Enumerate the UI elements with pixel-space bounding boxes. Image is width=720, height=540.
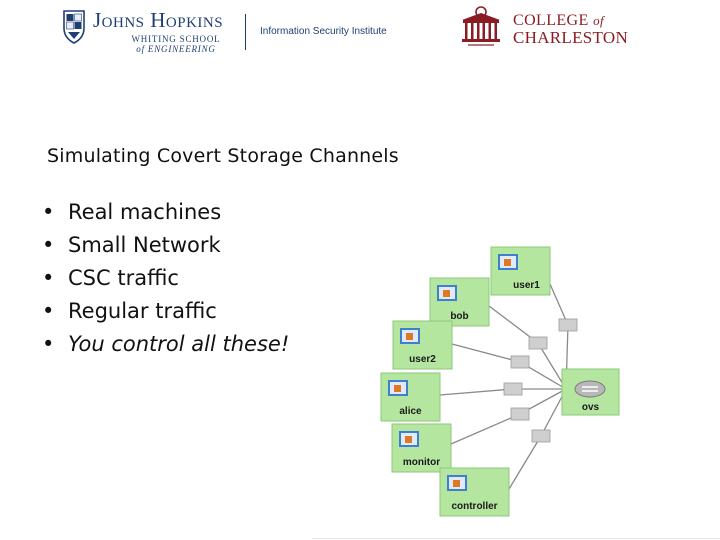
cofc-college: COLLEGE — [513, 12, 589, 29]
cofc-wordmark-line1: COLLEGE of — [513, 13, 628, 29]
host-label: monitor — [403, 457, 440, 468]
link-box — [503, 382, 523, 396]
link-box — [531, 429, 551, 443]
computer-icon — [388, 380, 408, 396]
host-node: user2 — [392, 320, 453, 370]
jhu-logo: Johns Hopkins WHITING SCHOOL of ENGINEER… — [63, 8, 393, 54]
link-box — [510, 355, 530, 369]
bullet-item: • You control all these! — [42, 328, 289, 361]
slide-title: Simulating Covert Storage Channels — [47, 145, 399, 167]
bullet-item: • Small Network — [42, 229, 289, 262]
jhu-wordmark: Johns Hopkins — [93, 8, 224, 32]
jhu-school-line2: of ENGINEERING — [136, 44, 216, 54]
computer-icon — [399, 431, 419, 447]
cofc-wordmark-line2: CHARLESTON — [513, 28, 629, 47]
jhu-school-name: WHITING SCHOOL of ENGINEERING — [121, 34, 231, 54]
switch-node: ovs — [561, 368, 620, 416]
switch-label: ovs — [582, 402, 600, 413]
host-node: monitor — [391, 423, 452, 473]
cofc-logo: COLLEGE of CHARLESTON — [459, 4, 659, 52]
jhu-school-line1: WHITING SCHOOL — [131, 34, 221, 44]
host-label: alice — [399, 406, 422, 417]
bullet-text: You control all these! — [68, 332, 290, 356]
host-node: user1 — [490, 246, 551, 296]
host-label: user1 — [513, 280, 540, 291]
router-icon — [574, 380, 606, 398]
computer-icon — [400, 328, 420, 344]
bullet-list: • Real machines • Small Network • CSC traff… — [42, 196, 289, 361]
computer-icon — [447, 475, 467, 491]
jhu-shield-icon — [63, 10, 85, 44]
topology-svg: user1 bob user2 alice monitor controller ovs — [380, 246, 620, 517]
footer-rule — [312, 538, 720, 539]
bullet-dot-icon: • — [42, 200, 55, 224]
jhu-institute-name: Information Security Institute — [260, 26, 387, 37]
network-topology-diagram: user1 bob user2 alice monitor controller ovs — [374, 244, 624, 525]
link-box — [528, 336, 548, 350]
bullet-item: • Regular traffic — [42, 295, 289, 328]
computer-icon — [498, 254, 518, 270]
link-box — [510, 407, 530, 421]
bullet-text: Real machines — [68, 200, 222, 224]
logo-divider — [245, 14, 246, 50]
host-node: controller — [439, 467, 510, 517]
link-box — [558, 318, 578, 332]
host-label: user2 — [409, 354, 436, 365]
bullet-text: Regular traffic — [68, 299, 217, 323]
bullet-text: Small Network — [68, 233, 221, 257]
cofc-building-icon — [462, 6, 500, 46]
host-label: controller — [451, 501, 497, 512]
bullet-dot-icon: • — [42, 233, 55, 257]
host-node: alice — [380, 372, 441, 422]
network-link — [439, 388, 566, 396]
topology-nodes: user1 bob user2 alice monitor controller ovs — [380, 246, 620, 517]
bullet-text: CSC traffic — [68, 266, 179, 290]
bullet-item: • Real machines — [42, 196, 289, 229]
bullet-dot-icon: • — [42, 332, 55, 356]
network-link — [451, 343, 567, 390]
network-link — [488, 305, 567, 390]
topology-links — [439, 283, 578, 490]
bullet-dot-icon: • — [42, 266, 55, 290]
computer-icon — [437, 285, 457, 301]
cofc-of: of — [593, 13, 605, 28]
host-node: bob — [429, 277, 490, 327]
cofc-wordmark: COLLEGE of CHARLESTON — [513, 13, 628, 47]
bullet-item: • CSC traffic — [42, 262, 289, 295]
host-label: bob — [450, 311, 468, 322]
bullet-dot-icon: • — [42, 299, 55, 323]
